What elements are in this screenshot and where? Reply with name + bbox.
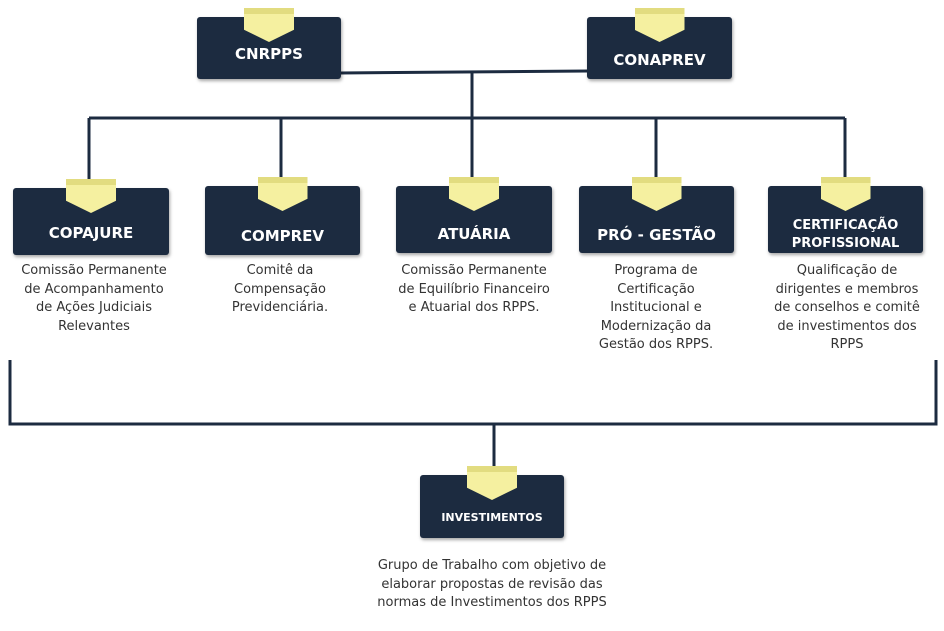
pro-gestao-label: PRÓ - GESTÃO xyxy=(597,226,716,244)
conaprev-label: CONAPREV xyxy=(613,51,706,69)
investimentos-description: Grupo de Trabalho com objetivo de elabor… xyxy=(377,558,607,610)
conaprev-tab-icon xyxy=(634,8,685,42)
atuaria-box: ATUÁRIA xyxy=(396,177,552,253)
investimentos-tab-icon xyxy=(467,466,517,500)
certificacao-description: Qualificação de dirigentes e membros de … xyxy=(774,263,920,352)
cnrpps-tab-icon xyxy=(244,8,294,42)
certificacao-label-line1: CERTIFICAÇÃO xyxy=(792,218,899,233)
investimentos-box: INVESTIMENTOS xyxy=(420,466,564,538)
comprev-tab-icon xyxy=(257,177,308,211)
comprev-label: COMPREV xyxy=(240,227,325,245)
connector-bracket xyxy=(8,360,938,426)
comprev-description: Comitê da Compensação Previdenciária. xyxy=(231,263,329,315)
certificacao-box: CERTIFICAÇÃO PROFISSIONAL xyxy=(768,177,923,253)
pro-gestao-box: PRÓ - GESTÃO xyxy=(579,177,734,253)
atuaria-description: Comissão Permanente de Equilíbrio Financ… xyxy=(398,263,550,315)
copajure-box: COPAJURE xyxy=(13,179,169,255)
comprev-box: COMPREV xyxy=(205,177,360,255)
atuaria-tab-icon xyxy=(449,177,499,211)
copajure-label: COPAJURE xyxy=(48,224,134,242)
atuaria-label: ATUÁRIA xyxy=(437,225,511,243)
certificacao-tab-icon xyxy=(820,177,871,211)
conaprev-box: CONAPREV xyxy=(587,8,732,79)
cnrpps-label: CNRPPS xyxy=(235,45,303,63)
copajure-tab-icon xyxy=(66,179,116,213)
investimentos-label: INVESTIMENTOS xyxy=(441,511,543,524)
cnrpps-box: CNRPPS xyxy=(197,8,341,79)
certificacao-label-line2: PROFISSIONAL xyxy=(791,236,900,251)
pro-gestao-tab-icon xyxy=(631,177,682,211)
pro-gestao-description: Programa de Certificação Institucional e… xyxy=(598,263,714,352)
copajure-description: Comissão Permanente de Acompanhamento de… xyxy=(21,263,167,334)
connector-top-link xyxy=(339,69,589,75)
